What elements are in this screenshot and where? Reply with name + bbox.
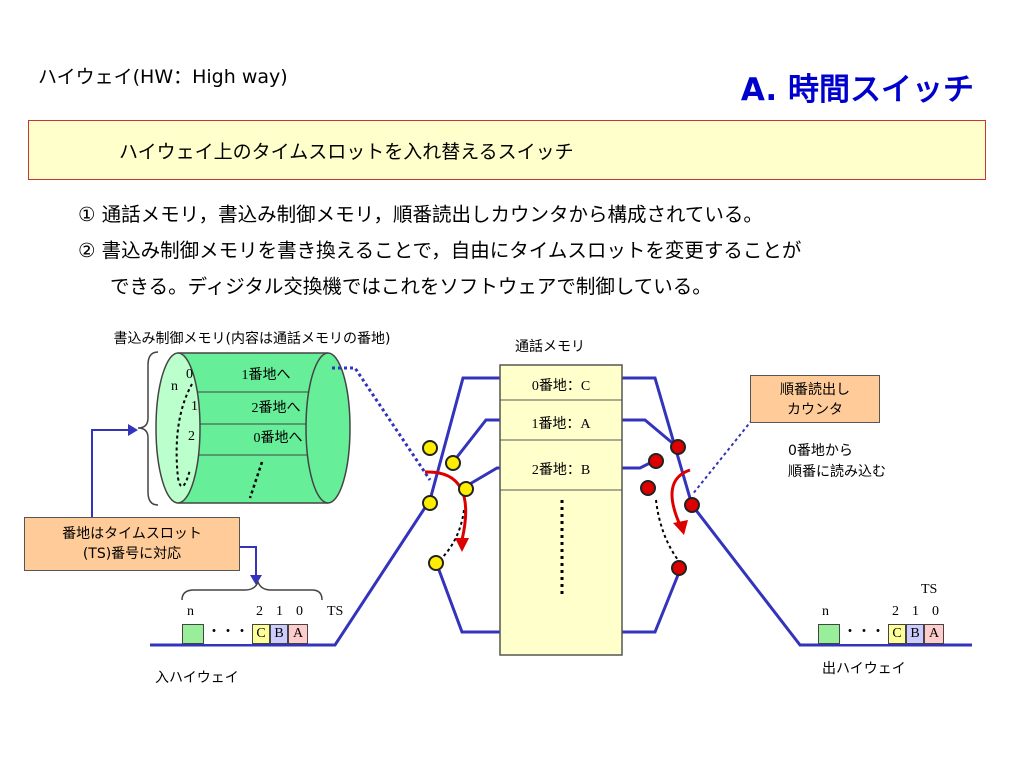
address-note-line1: 番地はタイムスロット — [62, 526, 202, 542]
speech-memory-label: 通話メモリ — [515, 338, 585, 355]
write-control-brace — [137, 351, 159, 506]
sequential-read-counter: 順番読出し カウンタ — [750, 375, 880, 423]
definition-box: ハイウェイ上のタイムスロットを入れ替えるスイッチ — [28, 120, 986, 180]
write-ctrl-index-n: n — [171, 379, 178, 394]
write-ctrl-content-2: 0番地へ — [254, 430, 303, 446]
write-control-memory — [155, 352, 351, 504]
output-contact-1 — [648, 453, 664, 469]
input-contact-1 — [445, 455, 461, 471]
bullet-1: ① 通話メモリ，書込み制御メモリ，順番読出しカウンタから構成されている。 — [78, 203, 763, 226]
counter-label-line1: 順番読出し — [780, 382, 850, 398]
output-slot-c: C — [888, 624, 906, 644]
output-highway-label: 出ハイウェイ — [822, 661, 906, 677]
input-highway-brace — [181, 579, 323, 601]
input-slot-a: A — [288, 624, 308, 644]
output-contact-n — [671, 560, 687, 576]
input-slot-c: C — [252, 624, 270, 644]
write-ctrl-content-1: 2番地へ — [252, 400, 301, 416]
input-slot-dots: ・・・ — [204, 624, 252, 644]
input-highway-lines — [150, 376, 500, 647]
output-slot-b: B — [906, 624, 924, 644]
counter-note-line2: 順番に読み込む — [788, 463, 886, 480]
address-note-line2: (TS)番号に対応 — [82, 546, 182, 562]
output-ts-label: TS — [921, 582, 938, 597]
output-slot-dots: ・・・ — [840, 624, 888, 644]
input-switch-dotted-path — [439, 509, 465, 561]
output-slot-a: A — [924, 624, 944, 644]
input-ts-index-0: 0 — [296, 604, 303, 619]
output-contact-2 — [640, 480, 656, 496]
addr-arrow-down — [240, 546, 257, 575]
input-contact-n — [428, 555, 444, 571]
input-slot-b: B — [270, 624, 288, 644]
counter-label-line2: カウンタ — [787, 402, 843, 418]
input-ts-index-1: 1 — [276, 604, 283, 619]
input-highway-label: 入ハイウェイ — [155, 670, 239, 686]
output-switch-contacts — [640, 439, 700, 576]
input-contact-0 — [422, 440, 438, 456]
address-note-box: 番地はタイムスロット (TS)番号に対応 — [24, 517, 240, 571]
write-ctrl-content-0: 1番地へ — [242, 367, 291, 383]
write-control-connector — [332, 366, 432, 481]
speech-memory-row-0: 0番地：C — [532, 378, 590, 394]
input-ts-index-n: n — [187, 604, 194, 619]
speech-memory-row-1: 1番地：A — [531, 416, 591, 432]
definition-text: ハイウェイ上のタイムスロットを入れ替えるスイッチ — [119, 141, 574, 163]
input-contact-2 — [458, 481, 474, 497]
speech-memory-row-2: 2番地：B — [532, 462, 590, 478]
output-contact-0 — [670, 439, 686, 455]
input-ts-label: TS — [327, 604, 344, 619]
write-control-rotation-path — [175, 383, 193, 488]
write-control-label: 書込み制御メモリ(内容は通話メモリの番地) — [114, 330, 391, 347]
write-ctrl-index-2: 2 — [188, 429, 195, 444]
page-subtitle: ハイウェイ(HW：High way) — [38, 66, 288, 88]
output-contact-common — [684, 497, 700, 513]
input-slot-n — [182, 624, 204, 644]
page-title: A. 時間スイッチ — [740, 72, 974, 108]
counter-note-line1: 0番地から — [788, 443, 853, 459]
input-contact-common — [422, 495, 438, 511]
output-switch-arrow — [670, 468, 691, 526]
addr-arrow-up — [91, 429, 128, 517]
bullet-2-continued: できる。ディジタル交換機ではこれをソフトウェアで制御している。 — [110, 275, 712, 298]
output-ts-index-n: n — [822, 604, 829, 619]
write-control-continuation — [248, 461, 264, 499]
bullet-2: ② 書込み制御メモリを書き換えることで，自由にタイムスロットを変更することが — [78, 239, 802, 262]
output-switch-dotted-path — [655, 499, 679, 561]
output-ts-index-1: 1 — [912, 604, 919, 619]
write-ctrl-index-1: 1 — [191, 399, 198, 414]
output-ts-index-2: 2 — [892, 604, 899, 619]
write-ctrl-index-0: 0 — [186, 367, 193, 382]
counter-connector — [691, 419, 753, 496]
input-ts-index-2: 2 — [256, 604, 263, 619]
input-switch-contacts — [422, 440, 474, 571]
output-ts-index-0: 0 — [932, 604, 939, 619]
output-slot-n — [818, 624, 840, 644]
